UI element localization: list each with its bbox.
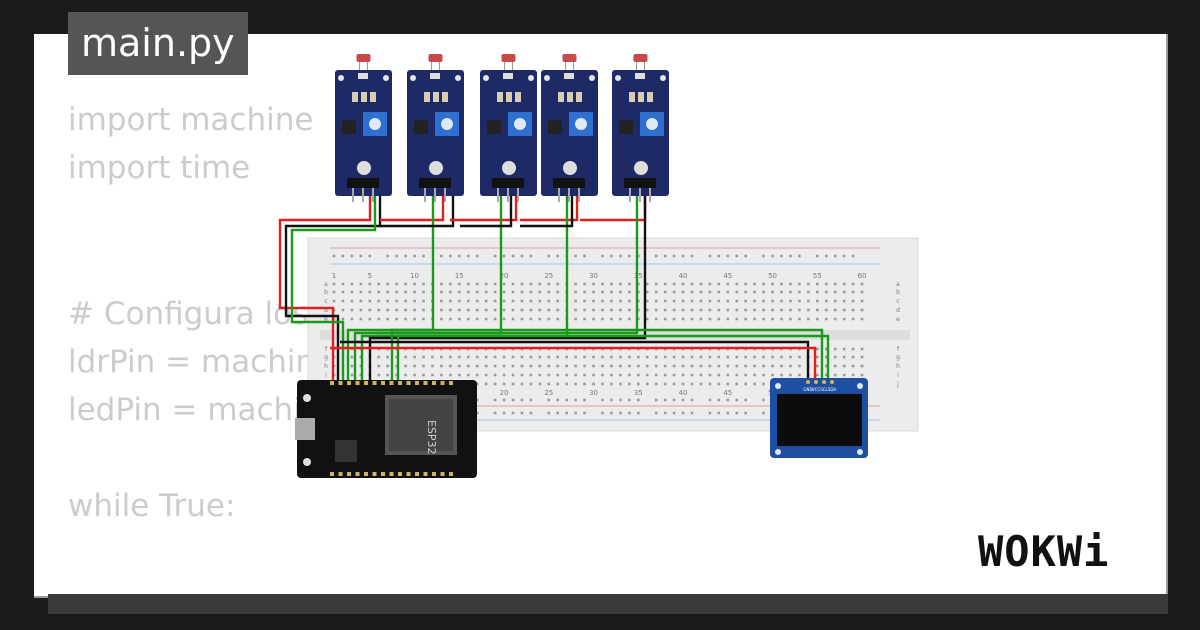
row-letter: h xyxy=(324,363,328,370)
oled-pin-label: SDA xyxy=(828,387,837,392)
column-number-bottom: 45 xyxy=(723,389,732,397)
column-number-top: 55 xyxy=(813,272,822,280)
row-letter: i xyxy=(325,372,327,379)
row-letter: i xyxy=(897,372,899,379)
row-letter: a xyxy=(324,281,328,288)
oled-pin-label: VCC xyxy=(812,387,821,392)
esp32-board: ESP32 xyxy=(295,380,477,478)
row-letter: j xyxy=(896,381,899,388)
column-number-top: 30 xyxy=(589,272,598,280)
row-letter: b xyxy=(324,289,328,296)
oled-pin-label: SCL xyxy=(820,387,828,392)
ldr-module-4 xyxy=(541,54,598,202)
ldr-module-2 xyxy=(407,54,464,202)
file-tab[interactable]: main.py xyxy=(68,12,248,75)
row-letter: e xyxy=(324,316,328,323)
row-letter: h xyxy=(896,363,900,370)
code-line-9: while True: xyxy=(68,488,236,524)
row-letter: c xyxy=(896,298,899,305)
row-letter: d xyxy=(324,307,328,314)
column-number-top: 45 xyxy=(723,272,732,280)
column-number-top: 5 xyxy=(368,272,372,280)
column-number-bottom: 30 xyxy=(589,389,598,397)
oled-pin-label: GND xyxy=(803,387,812,392)
row-letter: a xyxy=(896,281,900,288)
column-number-bottom: 20 xyxy=(500,389,509,397)
row-letter: c xyxy=(324,298,327,305)
code-overflow-shade xyxy=(48,594,1168,614)
row-letter: f xyxy=(897,346,900,353)
column-number-top: 35 xyxy=(634,272,643,280)
column-number-bottom: 35 xyxy=(634,389,643,397)
ldr-modules xyxy=(335,54,669,202)
row-letter: g xyxy=(896,354,900,361)
column-number-top: 40 xyxy=(679,272,688,280)
wokwi-logo: WOKWi xyxy=(978,527,1110,576)
ldr-module-1 xyxy=(335,54,392,202)
row-letter: d xyxy=(896,307,900,314)
column-number-top: 20 xyxy=(500,272,509,280)
wires xyxy=(278,196,830,382)
column-number-bottom: 25 xyxy=(544,389,553,397)
row-letter: g xyxy=(324,354,328,361)
column-number-top: 50 xyxy=(768,272,777,280)
row-letter: b xyxy=(896,289,900,296)
ldr-module-3 xyxy=(480,54,537,202)
column-number-top: 25 xyxy=(544,272,553,280)
row-letter: f xyxy=(325,346,328,353)
column-number-top: 60 xyxy=(858,272,867,280)
esp32-label: ESP32 xyxy=(425,420,438,455)
column-number-bottom: 40 xyxy=(679,389,688,397)
column-number-top: 15 xyxy=(455,272,464,280)
code-line-2: import time xyxy=(68,150,251,186)
column-number-top: 1 xyxy=(332,272,336,280)
row-letter: e xyxy=(896,316,900,323)
column-number-top: 10 xyxy=(410,272,419,280)
code-line-1: import machine xyxy=(68,102,314,138)
ldr-module-5 xyxy=(612,54,669,202)
